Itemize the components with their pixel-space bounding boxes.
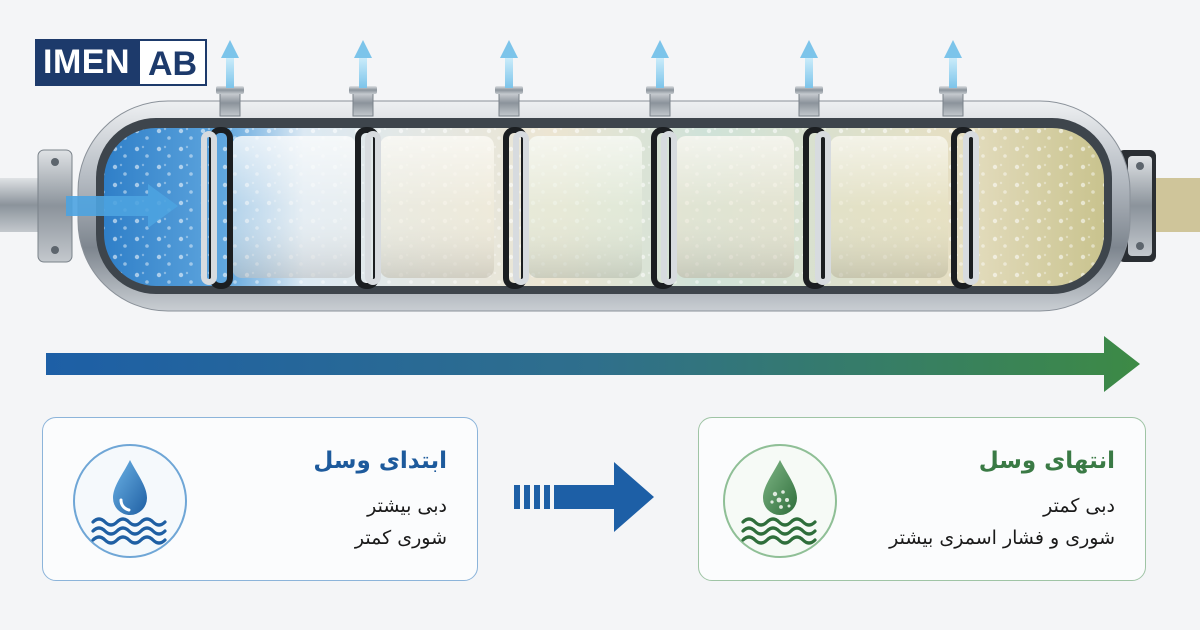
- outlet-card-line-2: شوری و فشار اسمزی بیشتر: [889, 527, 1115, 549]
- membrane-elements: [232, 136, 948, 278]
- feed-arrow-icon: [66, 184, 178, 228]
- logo: IMEN AB: [35, 39, 208, 86]
- inlet-card-line-2: شوری کمتر: [354, 527, 447, 549]
- flow-direction-arrow-icon: [46, 336, 1140, 392]
- transition-arrow-icon: [514, 462, 654, 532]
- inlet-card-line-1: دبی بیشتر: [367, 495, 447, 517]
- permeate-ports: [216, 40, 967, 117]
- outlet-card-line-1: دبی کمتر: [1043, 495, 1115, 517]
- contaminated-drop-waves-icon: [723, 444, 837, 558]
- outlet-card-title: انتهای وسل: [978, 448, 1115, 474]
- logo-text-main: IMEN: [35, 39, 140, 86]
- vessel-outlet-card: انتهای وسل دبی کمتر شوری و فشار اسمزی بی…: [698, 417, 1146, 581]
- vessel-inlet-card: ابتدای وسل دبی بیشتر شوری کمتر: [42, 417, 478, 581]
- inlet-card-title: ابتدای وسل: [313, 448, 447, 474]
- water-drop-waves-icon: [73, 444, 187, 558]
- pressure-vessel-illustration: [0, 40, 1200, 312]
- logo-text-tail: AB: [140, 39, 208, 86]
